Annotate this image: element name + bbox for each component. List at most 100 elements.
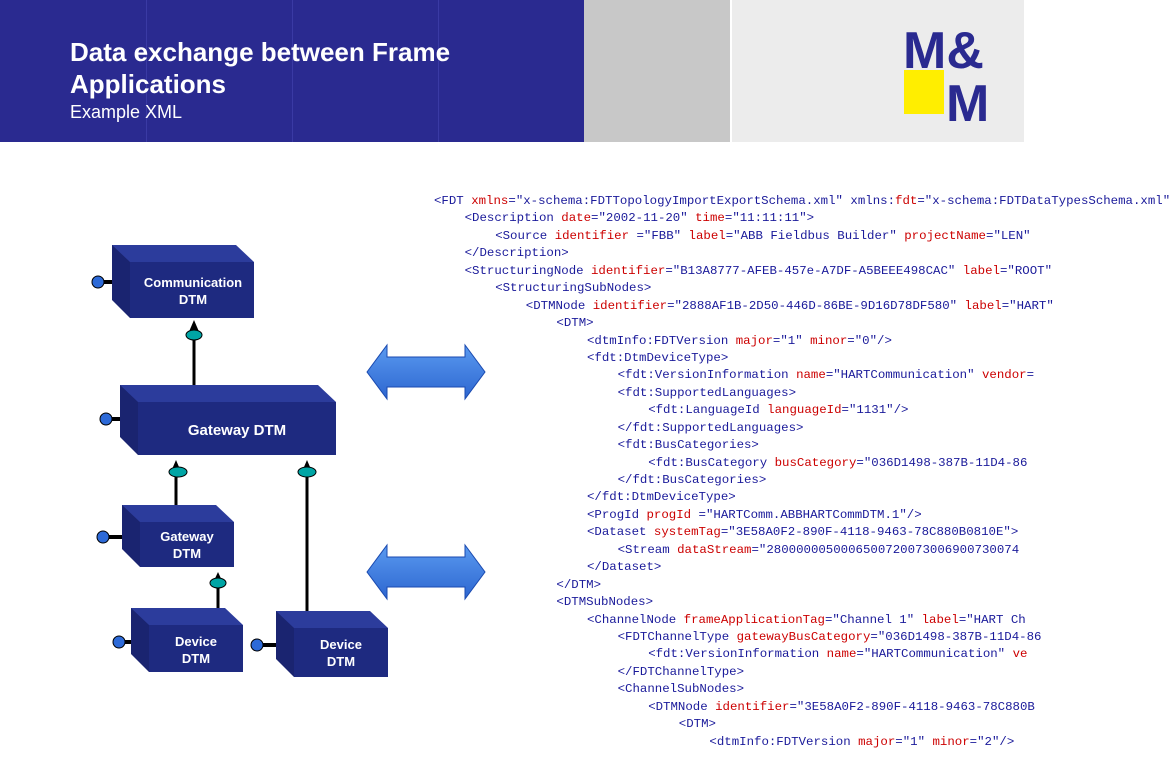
xml-token: "0" <box>854 333 878 348</box>
xml-token: <DTMNode <box>525 298 593 313</box>
connector-dot <box>209 577 227 589</box>
xml-token: ve <box>1012 647 1028 662</box>
xml-line: <DTM> <box>434 716 1024 733</box>
xml-line: <dtmInfo:FDTVersion major="1" minor="0"/… <box>434 333 1024 350</box>
xml-token: = <box>751 542 759 557</box>
port-dot <box>96 530 110 544</box>
xml-token: frameApplicationTag <box>683 612 825 627</box>
xml-token: <fdt:BusCategories> <box>617 438 759 453</box>
xml-token: <dtmInfo:FDTVersion <box>587 333 736 348</box>
xml-token: <FDT <box>434 194 472 208</box>
node-gateway-dtm[interactable]: Gateway DTM <box>99 385 336 455</box>
xml-line: </Description> <box>434 245 1024 262</box>
double-arrow-icon <box>366 343 486 401</box>
xml-token: <fdt:LanguageId <box>648 403 768 418</box>
xml-token: "11:11:11" <box>732 211 807 226</box>
box-front <box>149 625 243 672</box>
xml-token: "1" <box>902 734 926 749</box>
xml-token: <Description <box>464 211 562 226</box>
xml-token: = <box>789 699 797 714</box>
xml-token: <StructuringSubNodes> <box>495 281 652 296</box>
xml-token: /> <box>893 403 909 418</box>
xml-line: <FDT xmlns="x-schema:FDTTopologyImportEx… <box>434 193 1170 210</box>
xml-token: identifier <box>554 228 630 243</box>
xml-token: <fdt:SupportedLanguages> <box>617 385 797 400</box>
xml-line: <Dataset systemTag="3E58A0F2-890F-4118-9… <box>434 524 1024 541</box>
xml-token: "2002-11-20" <box>598 211 688 226</box>
xml-token <box>957 299 964 313</box>
xml-line: <Stream dataStream="28000000500065007200… <box>434 542 1024 559</box>
xml-token: date <box>561 211 592 226</box>
xml-token: "x-schema:FDTDataTypesSchema.xml" <box>924 194 1170 208</box>
xml-line: <FDTChannelType gatewayBusCategory="036D… <box>434 629 1042 646</box>
box-side <box>120 385 138 455</box>
xml-line: <Description date="2002-11-20" time="11:… <box>434 210 1024 227</box>
node-communication-dtm[interactable]: Communication DTM <box>91 245 254 318</box>
xml-token: "B13A8777-AFEB-457e-A7DF-A5BEEE498CAC" <box>672 263 956 278</box>
box-front <box>140 522 234 567</box>
xml-token <box>681 229 688 243</box>
xml-line: <ChannelNode frameApplicationTag="Channe… <box>434 612 1026 629</box>
xml-token: = <box>895 734 903 749</box>
xml-token: minor <box>810 333 848 348</box>
double-arrow-icon <box>366 543 486 601</box>
node-label: DTM <box>182 651 210 666</box>
node-device-dtm-2[interactable]: Device DTM <box>250 611 388 677</box>
header-gridline <box>438 0 439 142</box>
box-side <box>276 611 294 677</box>
xml-token: <ChannelSubNodes> <box>617 682 744 697</box>
xml-token <box>1005 647 1012 661</box>
box-side <box>131 608 149 672</box>
xml-line: <fdt:SupportedLanguages> <box>434 385 1024 402</box>
xml-line: </fdt:BusCategories> <box>434 472 1024 489</box>
xml-token: </fdt:BusCategories> <box>617 473 767 487</box>
xml-token: "2888AF1B-2D50-446D-86BE-9D16D78DF580" <box>674 298 958 313</box>
xml-token: = <box>969 734 978 749</box>
xml-token: = <box>847 333 855 348</box>
header-gridline <box>146 0 147 142</box>
xml-token: = <box>986 228 994 243</box>
node-gateway-dtm-small[interactable]: Gateway DTM <box>96 505 234 567</box>
node-label: DTM <box>173 546 201 561</box>
xml-token: "HART Ch <box>966 612 1026 627</box>
xml-token: projectName <box>904 228 986 243</box>
xml-token: identifier <box>591 263 666 278</box>
xml-token: label <box>688 228 726 243</box>
box-side <box>112 245 130 318</box>
xml-token: <FDTChannelType <box>617 629 737 644</box>
xml-token: <Source <box>495 228 555 243</box>
xml-token: = <box>508 194 516 208</box>
xml-token: /> <box>877 333 892 348</box>
xml-token: <fdt:VersionInformation <box>648 647 827 662</box>
xml-token: "HARTCommunication" <box>863 647 1006 662</box>
xml-token: = <box>958 612 967 627</box>
xml-token: "LEN" <box>993 228 1031 243</box>
xml-token: xmlns <box>471 194 509 208</box>
box-front <box>294 628 388 677</box>
xml-token: /> <box>999 734 1015 749</box>
xml-token: gatewayBusCategory <box>736 629 871 644</box>
header-light-strip <box>732 0 1024 142</box>
node-device-dtm-1[interactable]: Device DTM <box>112 608 243 672</box>
xml-token: name <box>826 647 857 662</box>
xml-line: <DTM> <box>434 315 1024 332</box>
xml-token: label <box>964 298 1002 313</box>
xml-token: = <box>724 211 733 226</box>
xml-line: <fdt:VersionInformation name="HARTCommun… <box>434 367 1034 384</box>
xml-token: <StructuringNode <box>464 263 591 278</box>
node-label: DTM <box>327 654 355 669</box>
xml-token: <fdt:DtmDeviceType> <box>587 350 729 365</box>
xml-token: = <box>1026 368 1035 383</box>
xml-token: "HART" <box>1009 298 1054 313</box>
xml-line: <dtmInfo:FDTVersion major="1" minor="2"/… <box>434 734 1024 751</box>
xml-token: </fdt:DtmDeviceType> <box>587 490 736 505</box>
xml-line: </Dataset> <box>434 559 1024 576</box>
xml-token: "1" <box>780 333 803 348</box>
xml-line: </fdt:DtmDeviceType> <box>434 489 1024 506</box>
box-side <box>122 505 140 567</box>
xml-line: <StructuringSubNodes> <box>434 280 1024 297</box>
xml-token: = <box>856 455 864 470</box>
xml-token: "ROOT" <box>1007 263 1053 278</box>
xml-token: <ChannelNode <box>587 612 684 627</box>
xml-token: identifier <box>715 699 790 714</box>
